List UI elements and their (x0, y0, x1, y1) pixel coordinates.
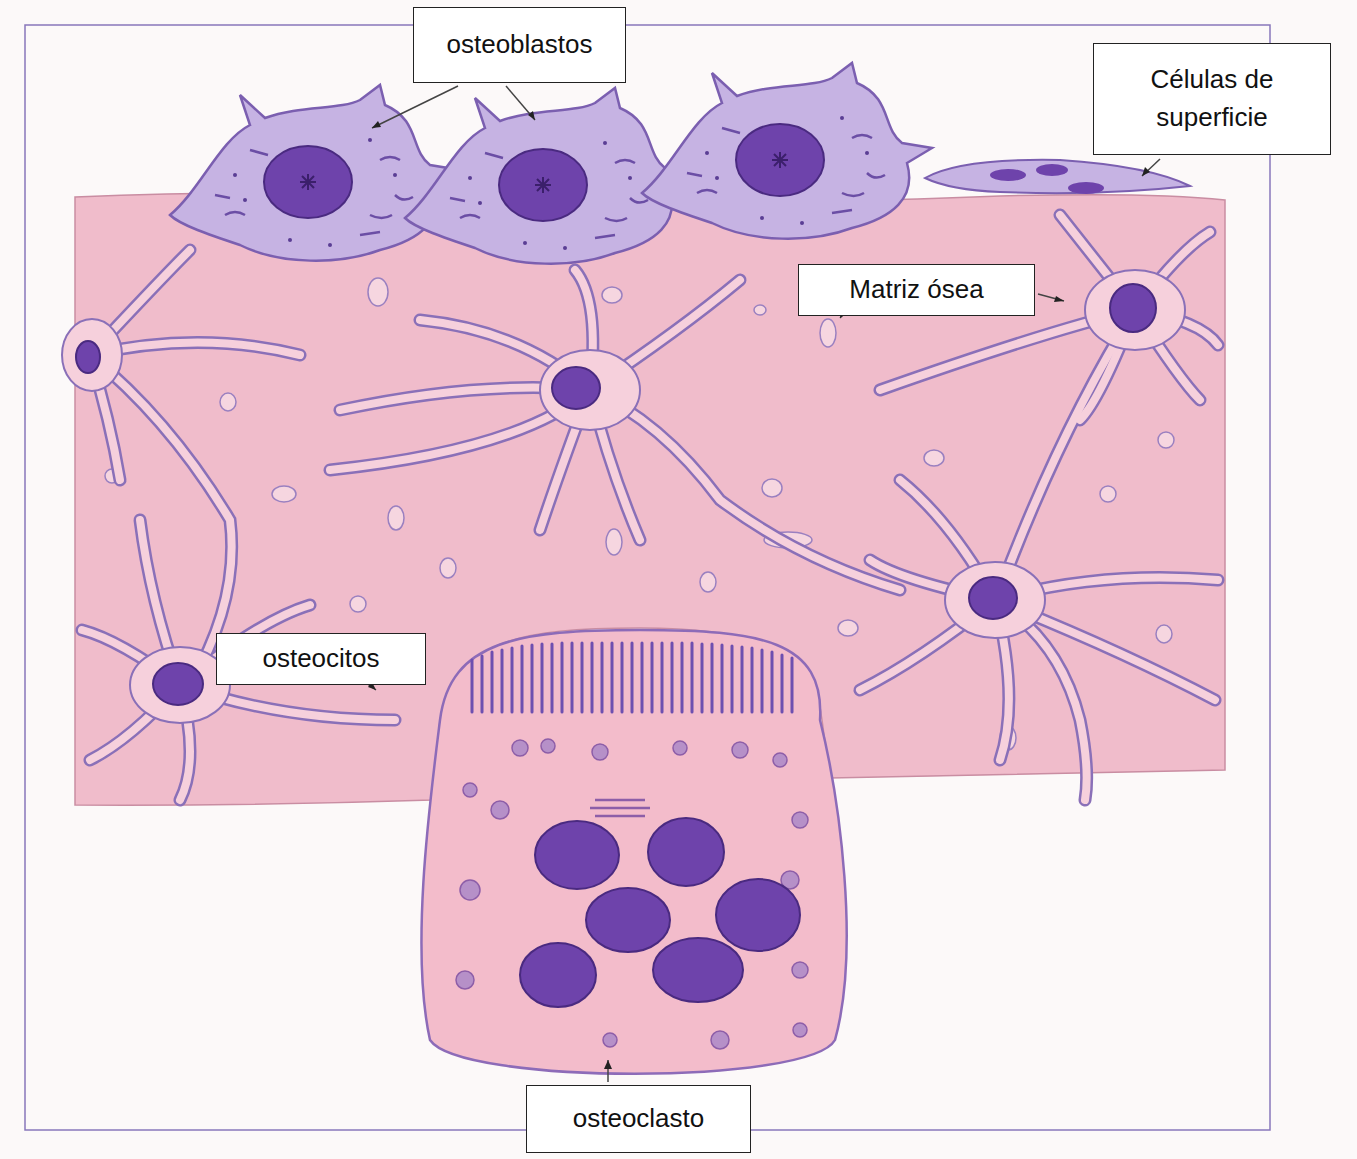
callout-label: Células de superficie (1104, 61, 1320, 136)
osteoclast (421, 630, 846, 1074)
callout-box: osteoblastos (413, 7, 626, 83)
callout-box: Células de superficie (1093, 43, 1331, 155)
callout-label: osteoblastos (447, 26, 593, 64)
callout-label: osteoclasto (573, 1100, 705, 1138)
callout-box: Matriz ósea (798, 264, 1035, 316)
callout-box: osteocitos (216, 633, 426, 685)
osteoblasts (170, 63, 932, 264)
callout-label: osteocitos (262, 640, 379, 678)
lining-cell (925, 160, 1190, 193)
callout-label: Matriz ósea (849, 271, 983, 309)
callout-box: osteoclasto (526, 1085, 751, 1153)
osteocytes (62, 270, 1185, 723)
